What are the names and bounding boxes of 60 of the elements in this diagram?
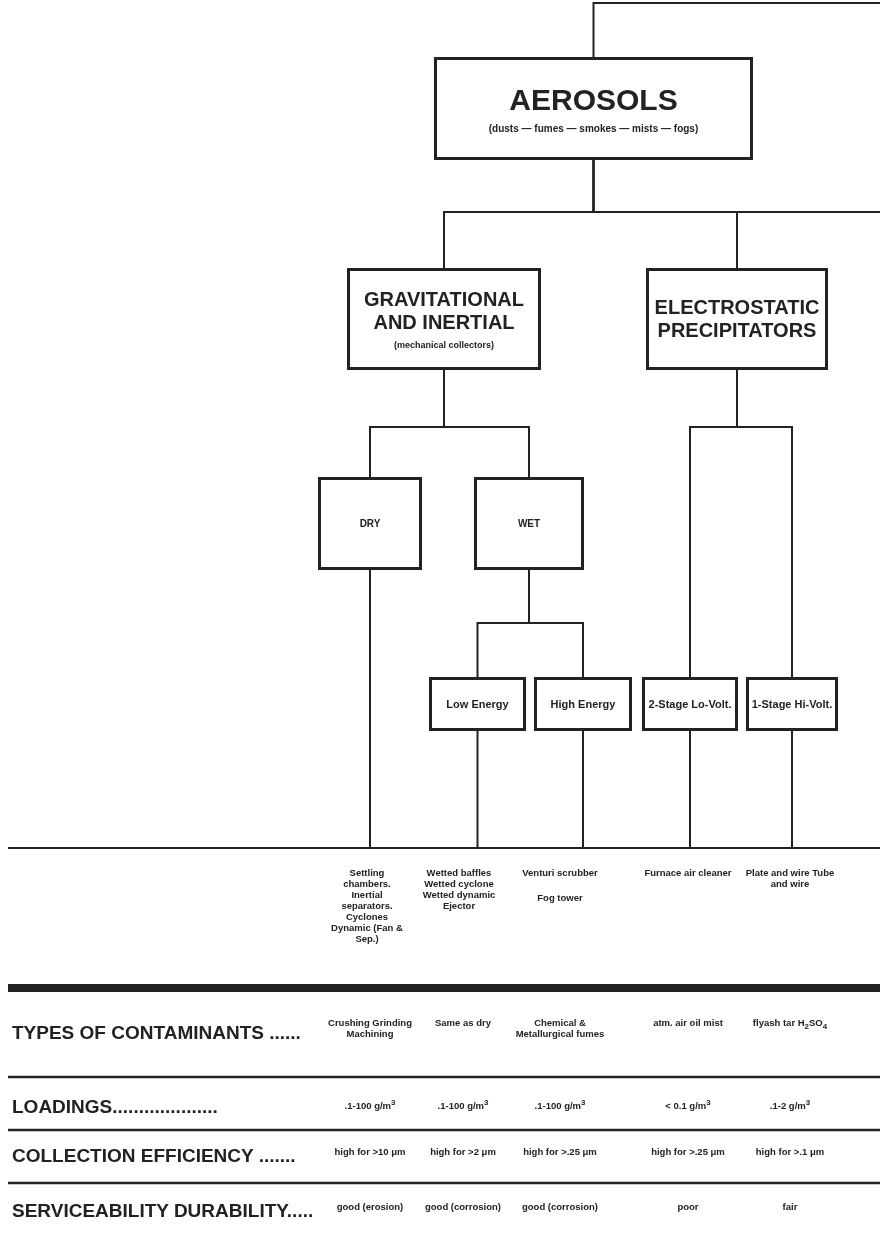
connector-line	[592, 159, 880, 213]
category-box	[474, 477, 584, 570]
table-cell-text: flyash tar H$_{2}$SO$_{4}$	[751, 1018, 829, 1031]
table-cell-text: good (corrosion)	[424, 1202, 502, 1213]
category-box	[434, 57, 753, 160]
table-cell: Chemical & Metallurgical fumes	[515, 1018, 605, 1040]
example-text: Settling chambers. Inertial separators. Cyclones Dynamic (Fan & Sep.)	[330, 868, 404, 945]
box-title: DRY	[359, 517, 381, 530]
category-box	[534, 677, 632, 731]
table-cell-text: .1-100 g/m$^{3}$	[436, 1098, 490, 1113]
table-cell-text: good (erosion)	[335, 1202, 405, 1213]
category-box	[318, 477, 422, 570]
table-cell-text: high for >.25 μm	[522, 1147, 598, 1158]
box-title: WET	[517, 517, 541, 530]
box-title: Low Energy	[446, 697, 509, 711]
table-cell-text: poor	[676, 1202, 700, 1213]
category-box	[429, 677, 526, 731]
connector-line	[582, 730, 584, 849]
table-cell-text: high for >10 μm	[333, 1147, 407, 1158]
table-cell-text: fair	[781, 1202, 799, 1213]
example-text: Plate and wire Tube and wire	[745, 868, 835, 890]
example-text: Fog tower	[536, 892, 584, 904]
table-cell-text: .1-100 g/m$^{3}$	[533, 1098, 587, 1113]
box-title: 2-Stage Lo-Volt.	[648, 697, 732, 711]
connector-line	[689, 730, 691, 849]
category-box	[347, 268, 541, 370]
category-box	[642, 677, 738, 731]
category-box	[746, 677, 838, 731]
connector-line	[443, 369, 530, 478]
connector-line	[369, 569, 371, 849]
table-cell-text: Same as dry	[434, 1018, 492, 1029]
connector-line	[592, 2, 880, 58]
example-text: Venturi scrubber	[521, 868, 599, 879]
table-cell-text: < 0.1 g/m$^{3}$	[664, 1098, 712, 1113]
table-cell-text: high for >.25 μm	[650, 1147, 726, 1158]
category-box	[646, 268, 828, 370]
box-title: High Energy	[550, 697, 616, 711]
table-cell-text: .1-100 g/m$^{3}$	[343, 1098, 397, 1113]
row-heading: SERVICEABILITY DURABILITY.....	[12, 1200, 314, 1222]
table-cell-text: good (corrosion)	[521, 1202, 599, 1213]
row-heading: COLLECTION EFFICIENCY .......	[12, 1145, 296, 1167]
example-text: Furnace air cleaner	[643, 868, 733, 879]
box-title: 1-Stage Hi-Volt.	[751, 697, 833, 711]
table-cell-text: high for >2 μm	[429, 1147, 497, 1158]
table-cell-text: .1-2 g/m$^{3}$	[768, 1098, 812, 1113]
box-title: AEROSOLS	[509, 82, 678, 117]
box-subtitle: (mechanical collectors)	[393, 339, 494, 351]
box-title: GRAVITATIONAL AND INERTIAL	[363, 287, 525, 334]
example-text: Wetted baffles Wetted cyclone Wetted dynamic Ejector	[421, 868, 497, 912]
row-heading: LOADINGS....................	[12, 1096, 218, 1118]
connector-line	[528, 569, 584, 678]
table-cell-text: atm. air oil mist	[652, 1018, 724, 1029]
row-heading: TYPES OF CONTAMINANTS ......	[12, 1022, 301, 1044]
connector-line	[791, 730, 793, 849]
connector-line	[736, 369, 793, 678]
table-cell-text: high for >.1 μm	[754, 1147, 826, 1158]
box-subtitle: (dusts — fumes — smokes — mists — fogs)	[488, 123, 699, 135]
connector-line	[476, 730, 479, 849]
box-title: ELECTROSTATIC PRECIPITATORS	[653, 296, 821, 342]
table-cell-text: Crushing Grinding Machining	[327, 1018, 413, 1040]
